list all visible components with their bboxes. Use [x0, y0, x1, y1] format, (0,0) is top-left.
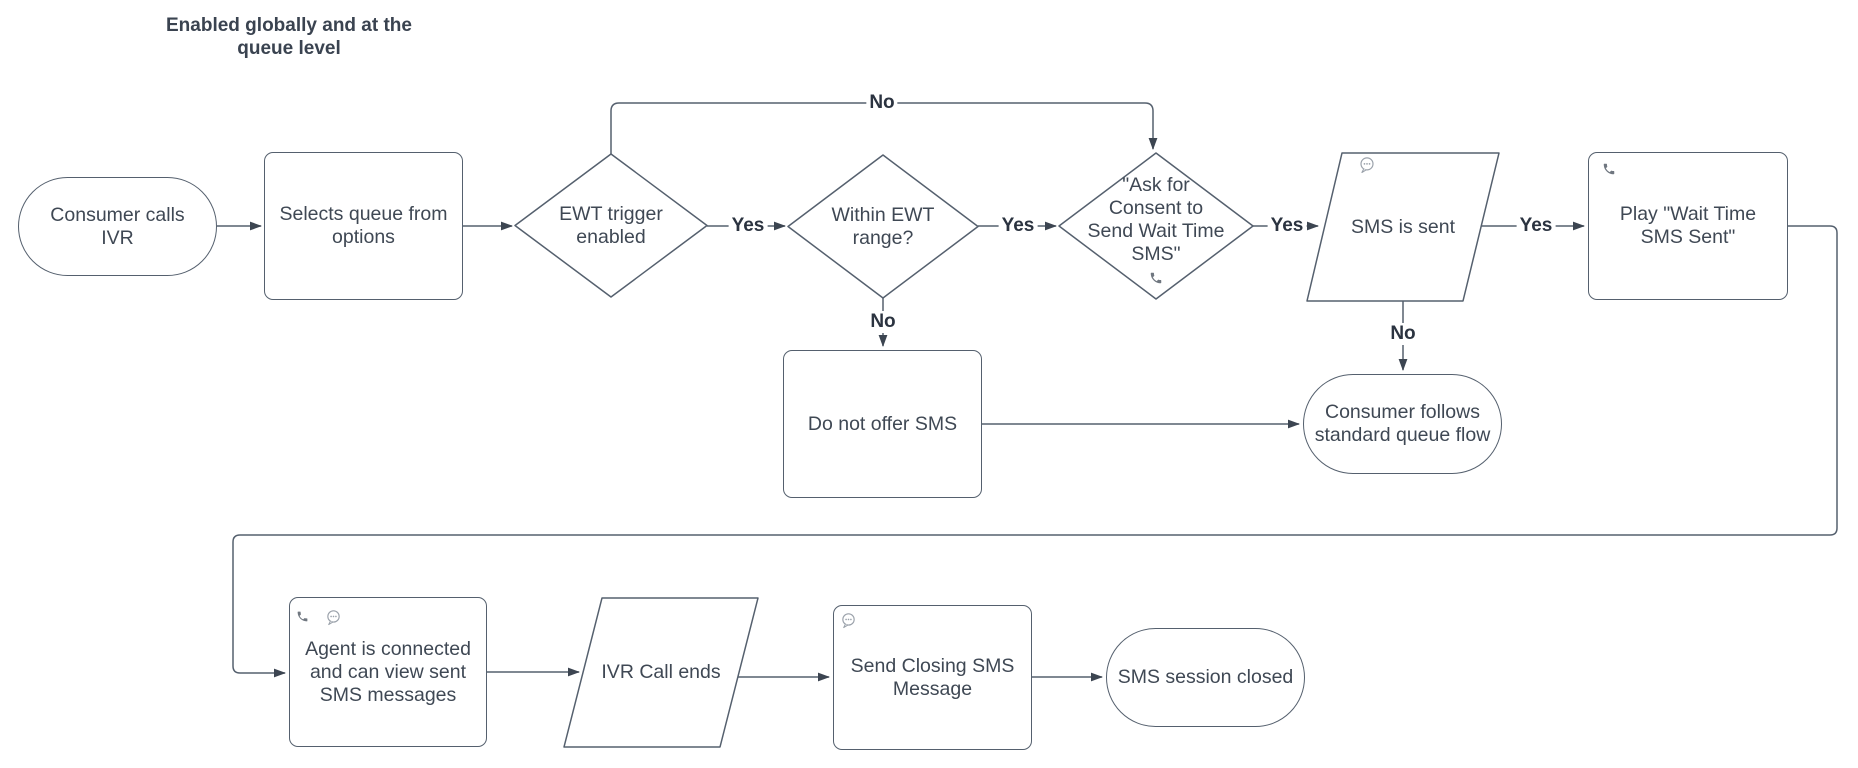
data-sms-is-sent-shape: [1306, 152, 1500, 302]
node-within-ewt-range: Within EWT range?: [788, 155, 978, 298]
node-selects-queue: Selects queue from options: [264, 152, 463, 300]
edge-label-yes: Yes: [1267, 215, 1307, 237]
node-label: Agent is connected and can view sent SMS…: [305, 637, 471, 706]
edge-label-no: No: [1387, 323, 1419, 345]
data-ivr-call-ends-shape: [563, 597, 759, 748]
node-label: SMS session closed: [1117, 666, 1294, 688]
edge-label-yes: Yes: [998, 215, 1038, 237]
phone-icon: [1603, 163, 1615, 175]
node-label: Selects queue from options: [279, 203, 448, 248]
sms-bubble-icon: [327, 610, 340, 626]
node-label: EWT trigger enabled: [559, 202, 663, 248]
phone-icon: [297, 611, 308, 622]
node-send-closing-sms: Send Closing SMS Message: [833, 605, 1032, 750]
node-label: Consumer follows standard queue flow: [1314, 401, 1491, 446]
edge-play-to-agent: [232, 225, 1838, 678]
node-label: Do not offer SMS: [807, 412, 958, 435]
sms-bubble-icon: [1360, 157, 1374, 174]
node-agent-connected: Agent is connected and can view sent SMS…: [289, 597, 487, 747]
node-ivr-call-ends: IVR Call ends: [564, 598, 758, 747]
phone-icon: [1150, 272, 1162, 284]
node-sms-is-sent: SMS is sent: [1307, 153, 1499, 301]
node-sms-session-closed: SMS session closed: [1106, 628, 1305, 727]
decision-within-ewt-shape: [787, 154, 979, 299]
node-do-not-offer-sms: Do not offer SMS: [783, 350, 982, 498]
node-label: Within EWT range?: [831, 203, 935, 249]
edge-label-no: No: [866, 92, 898, 114]
diagram-annotation: Enabled globally and at the queue level: [166, 15, 412, 59]
node-ewt-trigger-enabled: EWT trigger enabled: [515, 154, 707, 297]
node-consumer-follows-standard-queue-flow: Consumer follows standard queue flow: [1303, 374, 1502, 474]
node-label: Play "Wait Time SMS Sent": [1619, 203, 1757, 248]
node-play-wait-time-sms-sent: Play "Wait Time SMS Sent": [1588, 152, 1788, 300]
node-label: SMS is sent: [1350, 215, 1456, 238]
node-consumer-calls-ivr: Consumer calls IVR: [18, 177, 217, 276]
node-label: Consumer calls IVR: [50, 203, 185, 249]
node-label: IVR Call ends: [601, 661, 721, 683]
edge-label-yes: Yes: [728, 215, 768, 237]
node-label: "Ask for Consent to Send Wait Time SMS": [1087, 174, 1225, 265]
sms-bubble-icon: [842, 613, 855, 629]
edge-label-no: No: [867, 311, 899, 333]
node-ask-for-consent: "Ask for Consent to Send Wait Time SMS": [1059, 153, 1253, 287]
decision-ask-consent-shape: [1058, 152, 1254, 300]
decision-ewt-trigger-shape: [514, 153, 708, 298]
edge-label-yes: Yes: [1516, 215, 1556, 237]
node-label: Send Closing SMS Message: [850, 654, 1015, 700]
